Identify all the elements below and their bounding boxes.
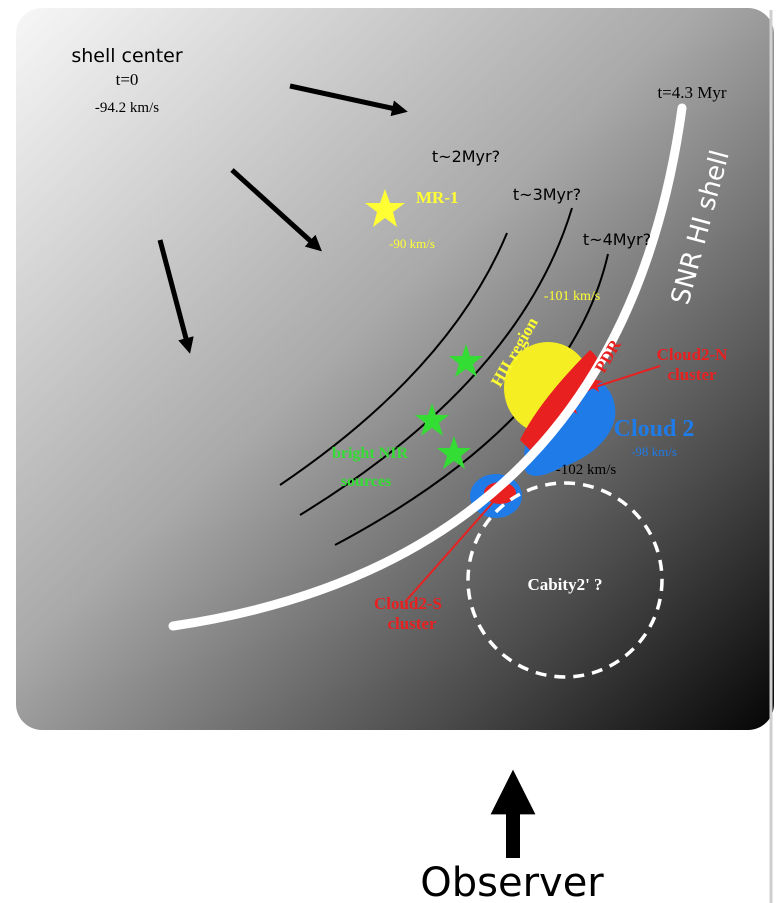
diagram-background <box>16 8 774 730</box>
shell-center-time: t=0 <box>116 70 139 89</box>
arc-t4myr-label: t~4Myr? <box>583 230 651 249</box>
cloud2-velocity: -98 km/s <box>631 444 677 459</box>
bright-nir-line1: bright NIR <box>332 445 408 462</box>
green-star-group <box>415 344 483 469</box>
cloud2-label: Cloud 2 <box>614 416 695 442</box>
mr1-star <box>365 189 405 227</box>
green-star-3 <box>437 436 471 469</box>
green-star-1 <box>449 344 483 377</box>
cloud2-n-line1: Cloud2-N <box>657 345 729 364</box>
shell-time-label: t=4.3 Myr <box>657 83 726 102</box>
snr-hi-shell-arc <box>168 103 687 631</box>
cluster-star-2 <box>537 413 557 432</box>
cloud2-n-line2: cluster <box>667 365 717 384</box>
mr1-velocity: -90 km/s <box>389 236 435 251</box>
cloud2-n-pointer-line <box>591 365 661 389</box>
cavity-circle <box>466 481 664 679</box>
expansion-arrows <box>157 83 408 354</box>
cloud2-s-line1: Cloud2-S <box>374 594 442 613</box>
arrow-1 <box>289 83 408 117</box>
arc-t3myr-label: t~3Myr? <box>513 185 581 204</box>
green-star-2 <box>415 403 449 436</box>
shell-center-velocity: -94.2 km/s <box>95 100 159 116</box>
velocity-102-label: -102 km/s <box>556 462 617 478</box>
hii-velocity: -101 km/s <box>544 289 600 304</box>
cloud2-s-pointer-line <box>404 499 496 603</box>
mr1-label: MR-1 <box>416 188 458 207</box>
observer-label: Observer <box>420 860 604 903</box>
arrow-3 <box>157 239 194 354</box>
arc-t3myr <box>299 207 573 516</box>
cavity-label: Cabity2' ? <box>527 575 602 594</box>
cloud2-s-line2: cluster <box>387 614 437 633</box>
arrow-2 <box>230 168 322 252</box>
arc-t2myr-label: t~2Myr? <box>432 147 500 166</box>
bright-nir-line2: sources <box>341 473 391 490</box>
pdr-band <box>520 350 600 450</box>
arc-t2myr <box>279 232 508 486</box>
shell-center-title: shell center <box>71 45 183 67</box>
